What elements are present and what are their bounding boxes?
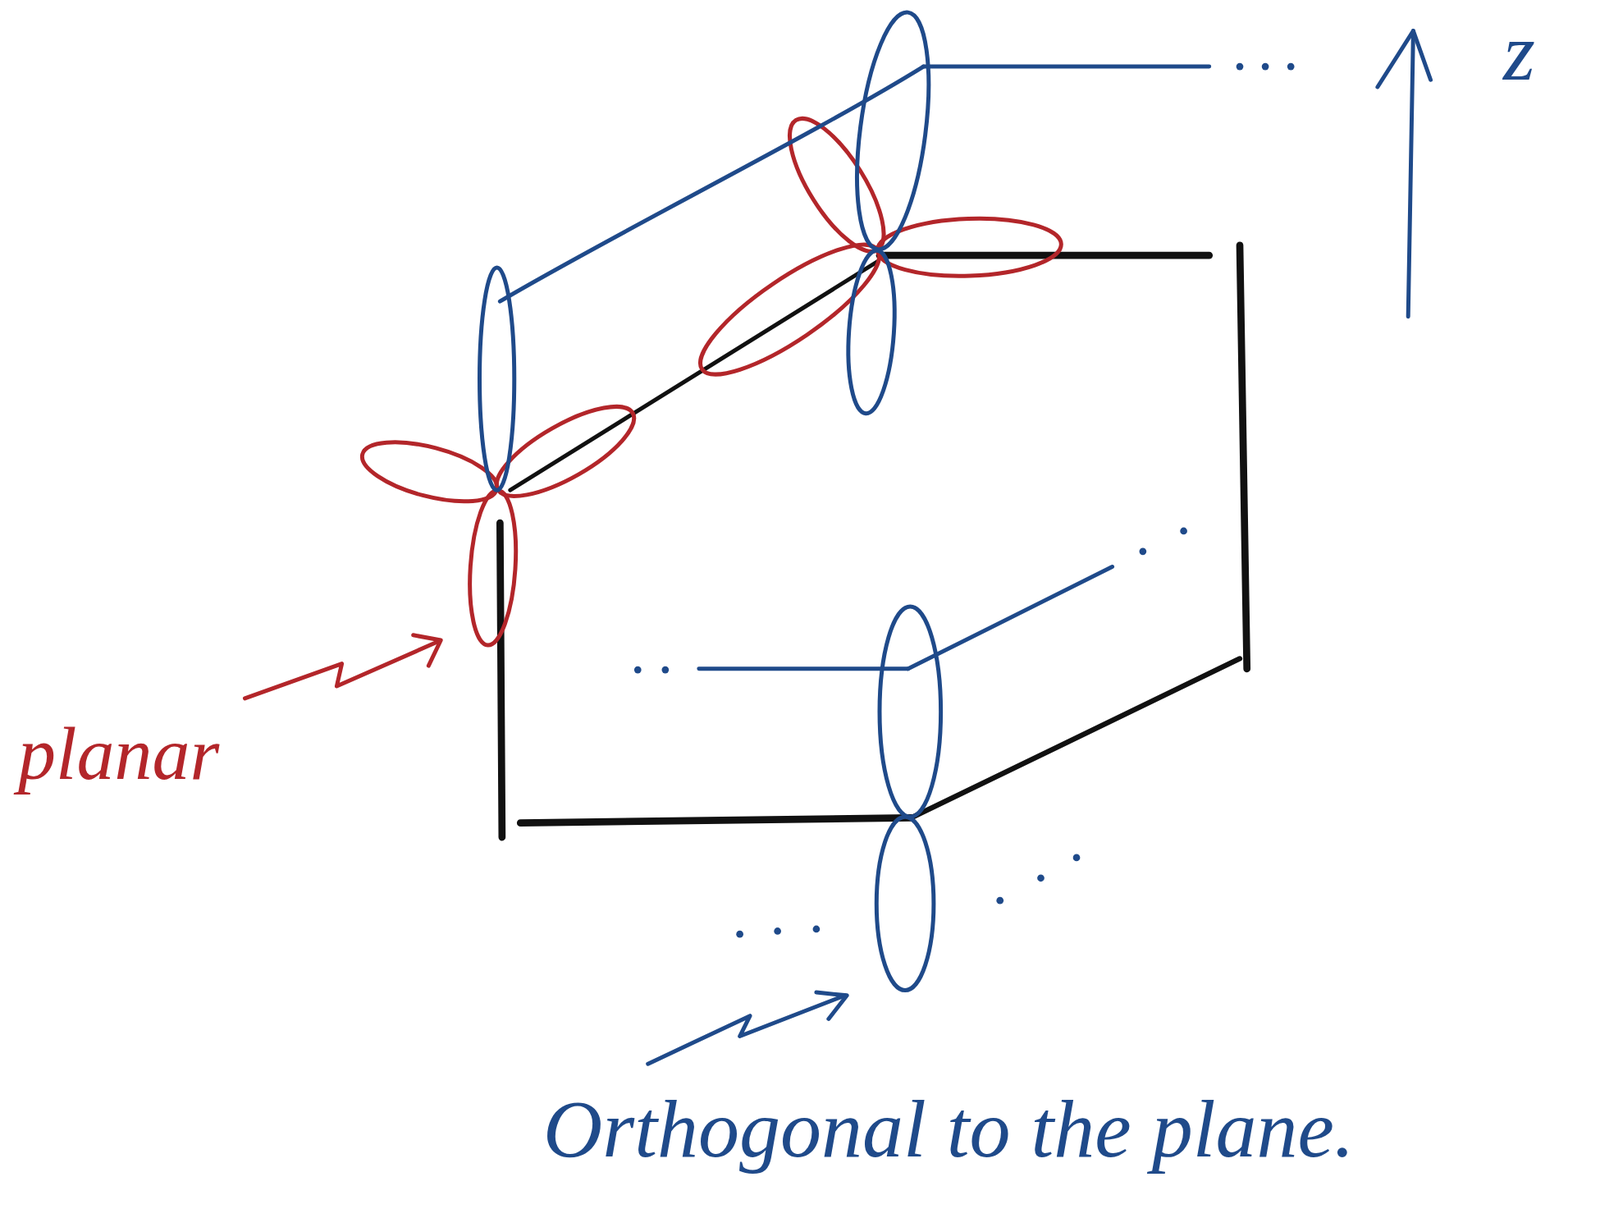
annotation-label: Orthogonal to the plane. — [543, 1081, 1355, 1176]
arrow-head — [1377, 31, 1431, 87]
orbital-lobe — [845, 8, 941, 254]
lattice-edge — [879, 251, 1210, 260]
dot — [736, 930, 744, 938]
arrow-head — [413, 635, 442, 666]
lattice — [499, 245, 1247, 837]
leader-line — [244, 640, 439, 699]
lattice-edge — [499, 522, 502, 837]
dot — [1139, 547, 1148, 555]
dot — [1261, 63, 1270, 71]
arrow-head — [816, 992, 847, 1019]
dot — [773, 927, 782, 935]
bond-line — [499, 66, 924, 302]
dot — [813, 925, 821, 933]
lattice-edge — [1239, 245, 1248, 669]
bond-line — [923, 64, 1209, 69]
bond-line — [699, 666, 909, 671]
annotation-label: planar — [18, 710, 220, 798]
orbital-lobe — [876, 816, 934, 990]
orthogonal-orbitals — [480, 8, 942, 991]
dot — [1287, 63, 1295, 71]
orbital-lobe — [685, 224, 896, 395]
dot — [1073, 854, 1081, 862]
dot — [1236, 63, 1244, 71]
dot — [661, 666, 669, 674]
axis-line — [1408, 31, 1413, 317]
planar-pointer — [244, 635, 441, 699]
continuation-dots — [634, 63, 1295, 938]
dot — [1037, 873, 1045, 882]
orthogonal-pointer — [648, 992, 848, 1064]
lattice-edge — [911, 658, 1240, 818]
bond-line — [908, 566, 1113, 668]
dot — [634, 666, 642, 674]
dot — [996, 896, 1004, 905]
lattice-edge — [510, 261, 878, 491]
orbital-lobe — [879, 606, 942, 817]
axis-label: z — [1503, 4, 1536, 100]
orbital-lobe — [480, 267, 515, 490]
orbital-lobe — [465, 489, 521, 647]
dot — [1179, 527, 1188, 535]
orbital-lobe — [876, 215, 1062, 279]
lattice-edge — [520, 817, 911, 823]
orbital-bonds — [499, 66, 1209, 669]
orbital-lobe — [843, 248, 900, 415]
leader-line — [648, 995, 846, 1064]
z-axis-arrow — [1377, 31, 1431, 317]
